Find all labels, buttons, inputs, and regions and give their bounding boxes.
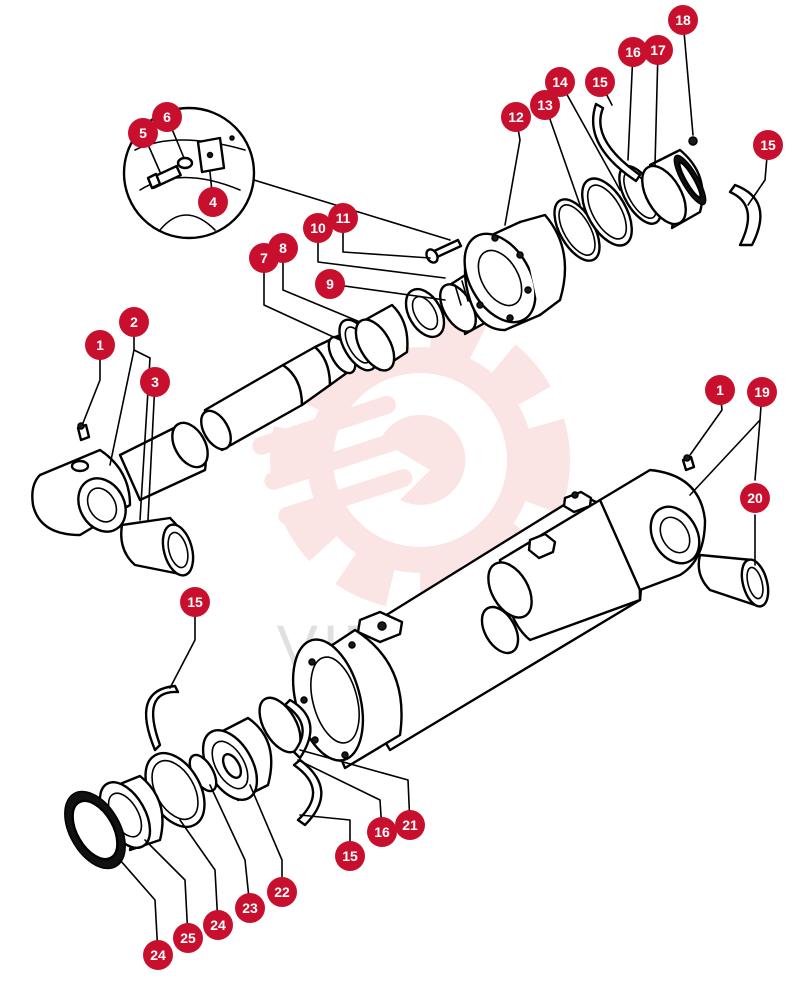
bushing-part-3	[120, 516, 195, 577]
cap-screw-part-11	[425, 238, 463, 264]
svg-text:12: 12	[508, 109, 524, 125]
seal-part-17	[641, 148, 707, 230]
svg-text:24: 24	[150, 947, 166, 963]
svg-text:17: 17	[650, 42, 666, 58]
callout-15-lower-left: 15	[180, 587, 210, 617]
svg-text:5: 5	[139, 125, 147, 141]
svg-text:19: 19	[754, 384, 770, 400]
svg-text:23: 23	[242, 900, 258, 916]
svg-text:14: 14	[552, 74, 568, 90]
lock-plate-part-4	[196, 136, 226, 174]
ball-part-18	[688, 136, 698, 146]
svg-text:15: 15	[187, 594, 203, 610]
callout-19: 19	[747, 377, 777, 407]
callout-5: 5	[128, 118, 158, 148]
callout-9: 9	[315, 269, 345, 299]
wiper-part-24-lower	[64, 790, 126, 870]
callout-25: 25	[173, 923, 203, 953]
backup-ring-part-14	[581, 177, 633, 247]
callout-3: 3	[140, 367, 170, 397]
svg-text:8: 8	[279, 240, 287, 256]
circlip-part-15-lower-left	[145, 684, 180, 752]
svg-text:22: 22	[274, 884, 290, 900]
grease-nipple-part-1-lower	[681, 454, 696, 472]
svg-text:1: 1	[96, 337, 104, 353]
callout-11: 11	[328, 203, 358, 233]
watermark-logo	[252, 310, 570, 610]
svg-text:21: 21	[402, 817, 418, 833]
svg-text:7: 7	[260, 250, 268, 266]
callout-10: 10	[303, 213, 333, 243]
callout-1-upper: 1	[85, 330, 115, 360]
callouts: 18 16 17 14 15 13 12 15 6 5 4 11 10 8 7 …	[85, 5, 783, 970]
svg-text:15: 15	[760, 137, 776, 153]
callout-15-right: 15	[753, 130, 783, 160]
svg-text:4: 4	[209, 194, 217, 210]
callout-1-lower: 1	[705, 375, 735, 405]
callout-14: 14	[545, 67, 575, 97]
callout-20: 20	[740, 483, 770, 513]
retaining-ring-part-16-lower	[283, 698, 312, 760]
callout-2: 2	[119, 307, 149, 337]
svg-text:3: 3	[151, 374, 159, 390]
wiper-ring	[404, 287, 446, 339]
svg-text:16: 16	[374, 824, 390, 840]
svg-text:2: 2	[130, 314, 138, 330]
callout-22: 22	[267, 877, 297, 907]
callout-24-upper: 24	[203, 910, 233, 940]
callout-21: 21	[395, 810, 425, 840]
circlip-part-15-lower-right	[292, 758, 323, 827]
svg-text:9: 9	[326, 276, 334, 292]
flange-head-part-12	[463, 213, 567, 332]
callout-12: 12	[501, 102, 531, 132]
rod-guide-part-8	[354, 303, 409, 372]
svg-text:13: 13	[537, 97, 553, 113]
circlip-part-15-upper	[591, 102, 642, 183]
svg-text:1: 1	[716, 382, 724, 398]
callout-7: 7	[249, 243, 279, 273]
barrel-eye-end	[598, 468, 707, 592]
callout-6: 6	[152, 102, 182, 132]
svg-text:10: 10	[310, 220, 326, 236]
callout-15-lower-right: 15	[335, 841, 365, 871]
cylinder-barrel-lower	[328, 490, 643, 752]
callout-17: 17	[643, 35, 673, 65]
callout-18: 18	[668, 5, 698, 35]
svg-text:18: 18	[675, 12, 691, 28]
callout-13: 13	[530, 90, 560, 120]
cylinder-tube-upper	[31, 421, 209, 537]
svg-text:25: 25	[180, 930, 196, 946]
svg-text:20: 20	[747, 490, 763, 506]
callout-4: 4	[198, 187, 228, 217]
bushing-part-20	[697, 553, 770, 608]
washer-part-6	[176, 156, 194, 170]
callout-16-upper: 16	[618, 37, 648, 67]
callout-15-top: 15	[585, 67, 615, 97]
svg-text:24: 24	[210, 917, 226, 933]
svg-text:16: 16	[625, 44, 641, 60]
svg-text:11: 11	[336, 210, 351, 226]
leader-lines	[82, 19, 769, 956]
callout-23: 23	[235, 893, 265, 923]
watermark-gear	[270, 310, 570, 610]
bolt-part-5	[146, 164, 182, 190]
piston-part-22	[201, 716, 273, 802]
watermark-speed-lines	[252, 395, 413, 525]
svg-text:15: 15	[592, 74, 608, 90]
callout-16-lower: 16	[367, 817, 397, 847]
callout-24-lower: 24	[143, 940, 173, 970]
svg-text:15: 15	[342, 848, 358, 864]
svg-text:6: 6	[163, 109, 171, 125]
grease-nipple-part-1-upper	[76, 422, 91, 442]
